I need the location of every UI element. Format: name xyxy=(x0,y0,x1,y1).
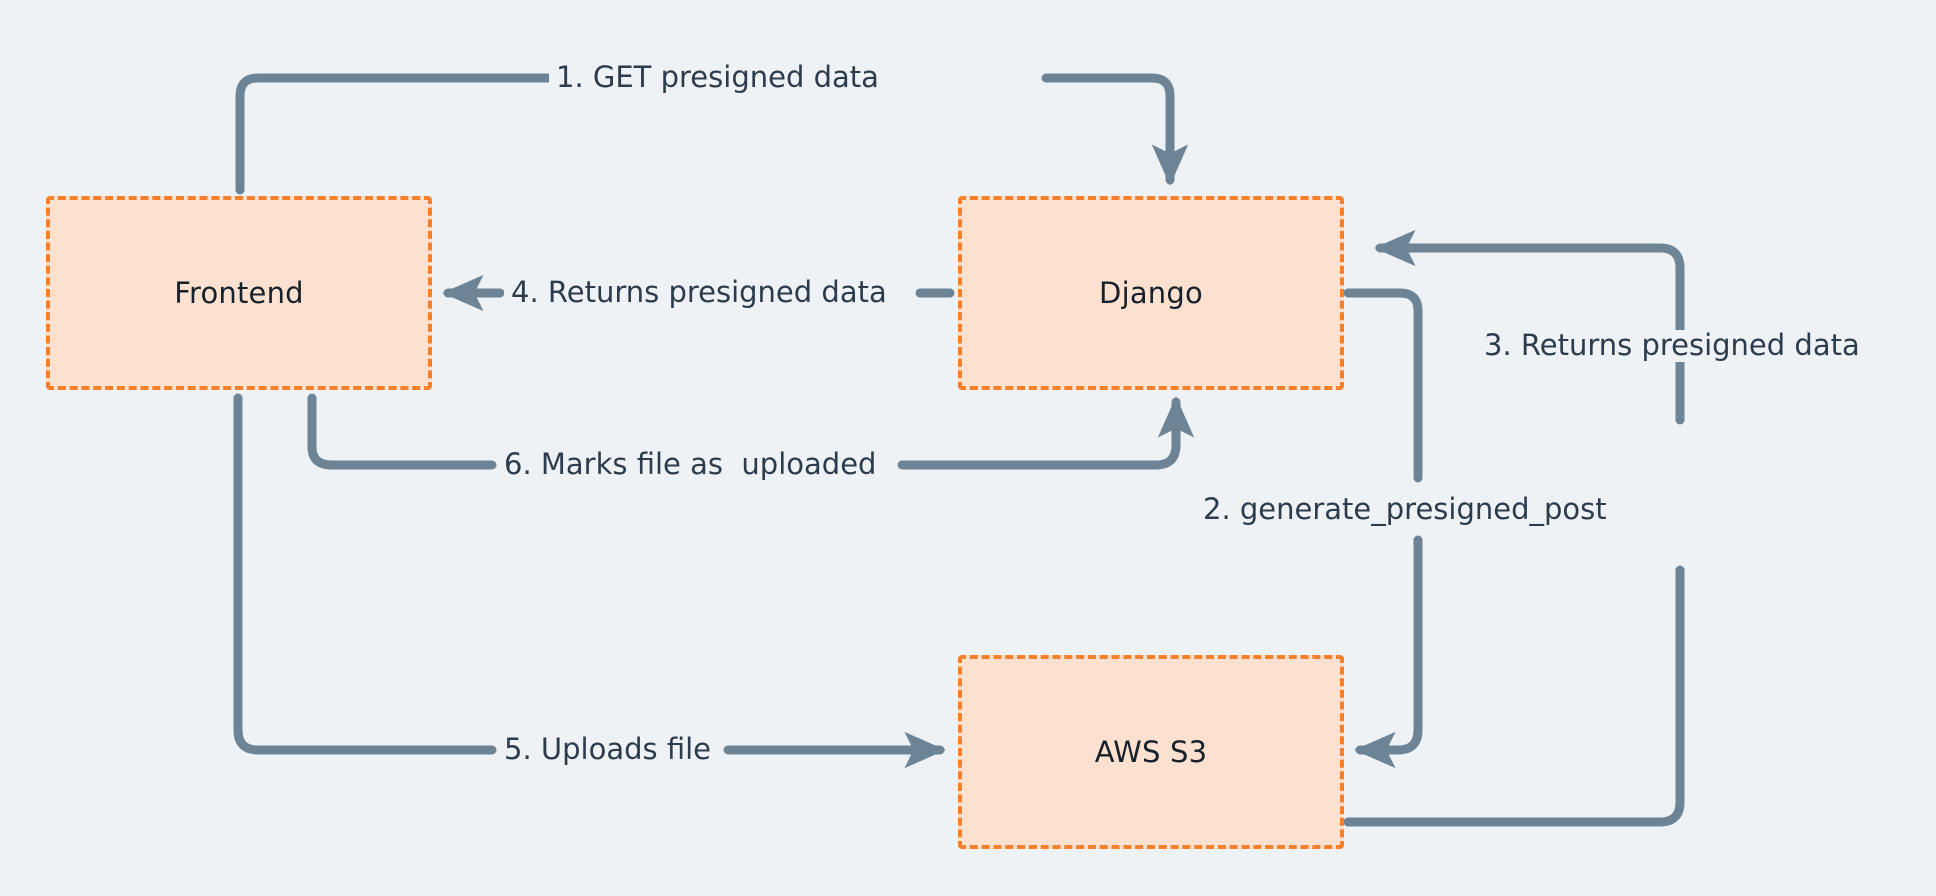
edge-2-path-b xyxy=(1354,535,1423,769)
edge-label-2: 2. generate_presigned_post xyxy=(1196,493,1614,526)
edge-label-3: 3. Returns presigned data xyxy=(1477,329,1867,362)
edge-1-path-b xyxy=(1041,73,1189,186)
node-django-label: Django xyxy=(1099,276,1203,310)
node-django[interactable]: Django xyxy=(958,196,1344,390)
edge-label-1: 1. GET presigned data xyxy=(549,61,886,94)
edge-5-path xyxy=(233,393,497,755)
edge-1-path xyxy=(235,73,885,195)
edge-label-4: 4. Returns presigned data xyxy=(504,276,894,309)
edge-6-path xyxy=(307,393,497,470)
node-frontend-label: Frontend xyxy=(174,276,304,310)
edge-3-path-b xyxy=(1374,229,1685,425)
node-aws-s3[interactable]: AWS S3 xyxy=(958,655,1344,849)
edge-2-path xyxy=(1343,288,1423,483)
edge-3-path xyxy=(1343,565,1685,827)
node-aws-s3-label: AWS S3 xyxy=(1094,735,1208,769)
edge-6-path-b xyxy=(897,396,1195,470)
edge-label-6: 6. Marks file as uploaded xyxy=(497,448,884,481)
node-frontend[interactable]: Frontend xyxy=(46,196,432,390)
edge-label-5: 5. Uploads file xyxy=(497,733,718,766)
